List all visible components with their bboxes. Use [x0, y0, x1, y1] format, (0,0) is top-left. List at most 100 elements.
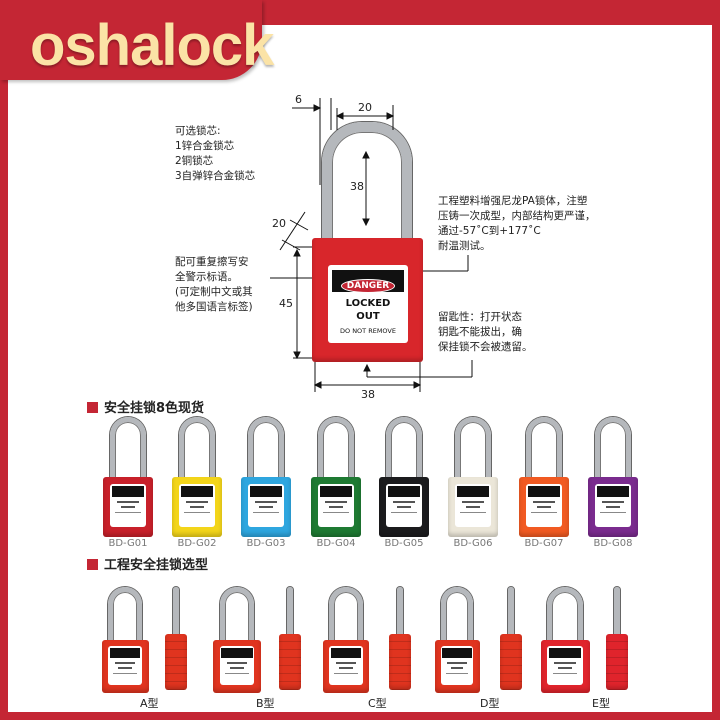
type-label: A型: [140, 697, 159, 710]
type-lock-side-shackle: [397, 587, 403, 647]
type-label: D型: [480, 697, 500, 710]
label-header-bar: [596, 486, 630, 497]
label-header-bar: [456, 486, 490, 497]
label-text-lines: [114, 661, 136, 664]
product-code: BD-G01: [108, 538, 148, 549]
label-text-lines: [552, 672, 578, 674]
label-text-lines: [557, 666, 573, 669]
main-danger-label: DANGER LOCKED OUT DO NOT REMOVE: [328, 265, 408, 343]
label-header-bar: [109, 648, 141, 658]
label-text-lines: [334, 672, 358, 674]
logo-banner: oshalock: [0, 0, 274, 80]
type-lock-front-danger-label: [108, 646, 142, 685]
label-text-lines: [226, 661, 248, 664]
label-text-lines: [339, 666, 353, 669]
color-lock-danger-label: [455, 484, 491, 528]
label-header-bar: [249, 486, 283, 497]
type-label: C型: [368, 697, 387, 710]
type-lock-front-danger-label: [219, 646, 255, 685]
section-colors-heading: 安全挂锁8色现货: [87, 397, 204, 416]
label-header-bar: [442, 648, 472, 658]
color-lock-shackle: [455, 417, 491, 480]
label-text-lines: [602, 500, 624, 503]
color-lock-shackle: [318, 417, 354, 480]
label-header-bar: [111, 486, 145, 497]
product-code: BD-G05: [384, 538, 424, 549]
note-material: 工程塑料增强尼龙PA锁体，注塑 压铸一次成型，内部结构更严谨， 通过-57˚C到…: [438, 195, 596, 252]
type-lock-front-danger-label: [440, 646, 474, 685]
label-text-lines: [120, 505, 136, 508]
label-text-lines: [113, 672, 137, 674]
type-lock-side-body: [389, 634, 411, 690]
type-lock-side-body: [165, 634, 187, 690]
label-text-lines: [391, 511, 417, 513]
label-header-bar: [319, 486, 353, 497]
section-types-heading: 工程安全挂锁选型: [87, 554, 208, 573]
label-do-not-remove: DO NOT REMOVE: [340, 327, 396, 335]
label-out: OUT: [356, 311, 380, 322]
heading-square-icon: [87, 559, 98, 570]
note-core-options: 可选锁芯: 1锌合金锁芯 2铜锁芯 3自弹锌合金锁芯: [175, 125, 256, 182]
color-lock-danger-label: [248, 484, 284, 528]
label-header-bar: [331, 648, 361, 658]
product-code: BD-G06: [453, 538, 493, 549]
color-lock-shackle: [110, 417, 146, 480]
label-text-lines: [462, 500, 484, 503]
label-text-lines: [255, 500, 277, 503]
label-text-lines: [328, 505, 344, 508]
color-lock-danger-label: [179, 484, 215, 528]
section-colors-title: 安全挂锁8色现货: [104, 401, 205, 416]
dim-body-depth: 20: [272, 217, 286, 230]
label-text-lines: [445, 672, 469, 674]
type-lock-side-shackle: [508, 587, 514, 647]
type-lock-front-shackle: [108, 587, 142, 643]
label-text-lines: [460, 511, 486, 513]
main-shackle: [322, 122, 412, 247]
type-lock-side-shackle: [173, 587, 179, 647]
label-header-bar: [221, 648, 253, 658]
type-lock-side-body: [500, 634, 522, 690]
label-text-lines: [600, 511, 626, 513]
label-text-lines: [396, 505, 412, 508]
label-text-lines: [447, 661, 467, 664]
note-tag: 配可重复擦写安 全警示标语。 (可定制中文或其 他多国语言标签): [175, 256, 253, 313]
label-text-lines: [224, 672, 250, 674]
type-lock-front-danger-label: [329, 646, 363, 685]
label-text-lines: [325, 500, 347, 503]
label-text-lines: [465, 505, 481, 508]
label-header-bar: [527, 486, 561, 497]
type-lock-front-shackle: [219, 587, 255, 643]
label-text-lines: [258, 505, 274, 508]
label-header-bar: [549, 648, 581, 658]
type-lock-front-shackle: [547, 587, 583, 643]
color-lock-shackle: [526, 417, 562, 480]
dim-shackle-height: 38: [350, 180, 364, 193]
product-code: BD-G04: [316, 538, 356, 549]
label-text-lines: [605, 505, 621, 508]
type-lock-side-shackle: [287, 587, 293, 647]
type-lock-side-shackle: [614, 587, 620, 647]
product-code: BD-G02: [177, 538, 217, 549]
label-text-lines: [118, 666, 132, 669]
label-text-lines: [533, 500, 555, 503]
label-text-lines: [186, 500, 208, 503]
label-text-lines: [117, 500, 139, 503]
label-header-bar: [180, 486, 214, 497]
color-lock-danger-label: [595, 484, 631, 528]
label-text-lines: [115, 511, 141, 513]
type-lock-side-body: [279, 634, 301, 690]
color-lock-shackle: [386, 417, 422, 480]
product-code: BD-G08: [593, 538, 633, 549]
product-code: BD-G07: [524, 538, 564, 549]
type-lock-front-shackle: [329, 587, 363, 643]
color-lock-shackle: [179, 417, 215, 480]
color-lock-danger-label: [318, 484, 354, 528]
section-types-title: 工程安全挂锁选型: [104, 558, 209, 573]
product-code: BD-G03: [246, 538, 286, 549]
type-label: B型: [256, 697, 275, 710]
color-lock-danger-label: [386, 484, 422, 528]
type-lock-side-body: [606, 634, 628, 690]
label-text-lines: [536, 505, 552, 508]
color-lock-danger-label: [110, 484, 146, 528]
